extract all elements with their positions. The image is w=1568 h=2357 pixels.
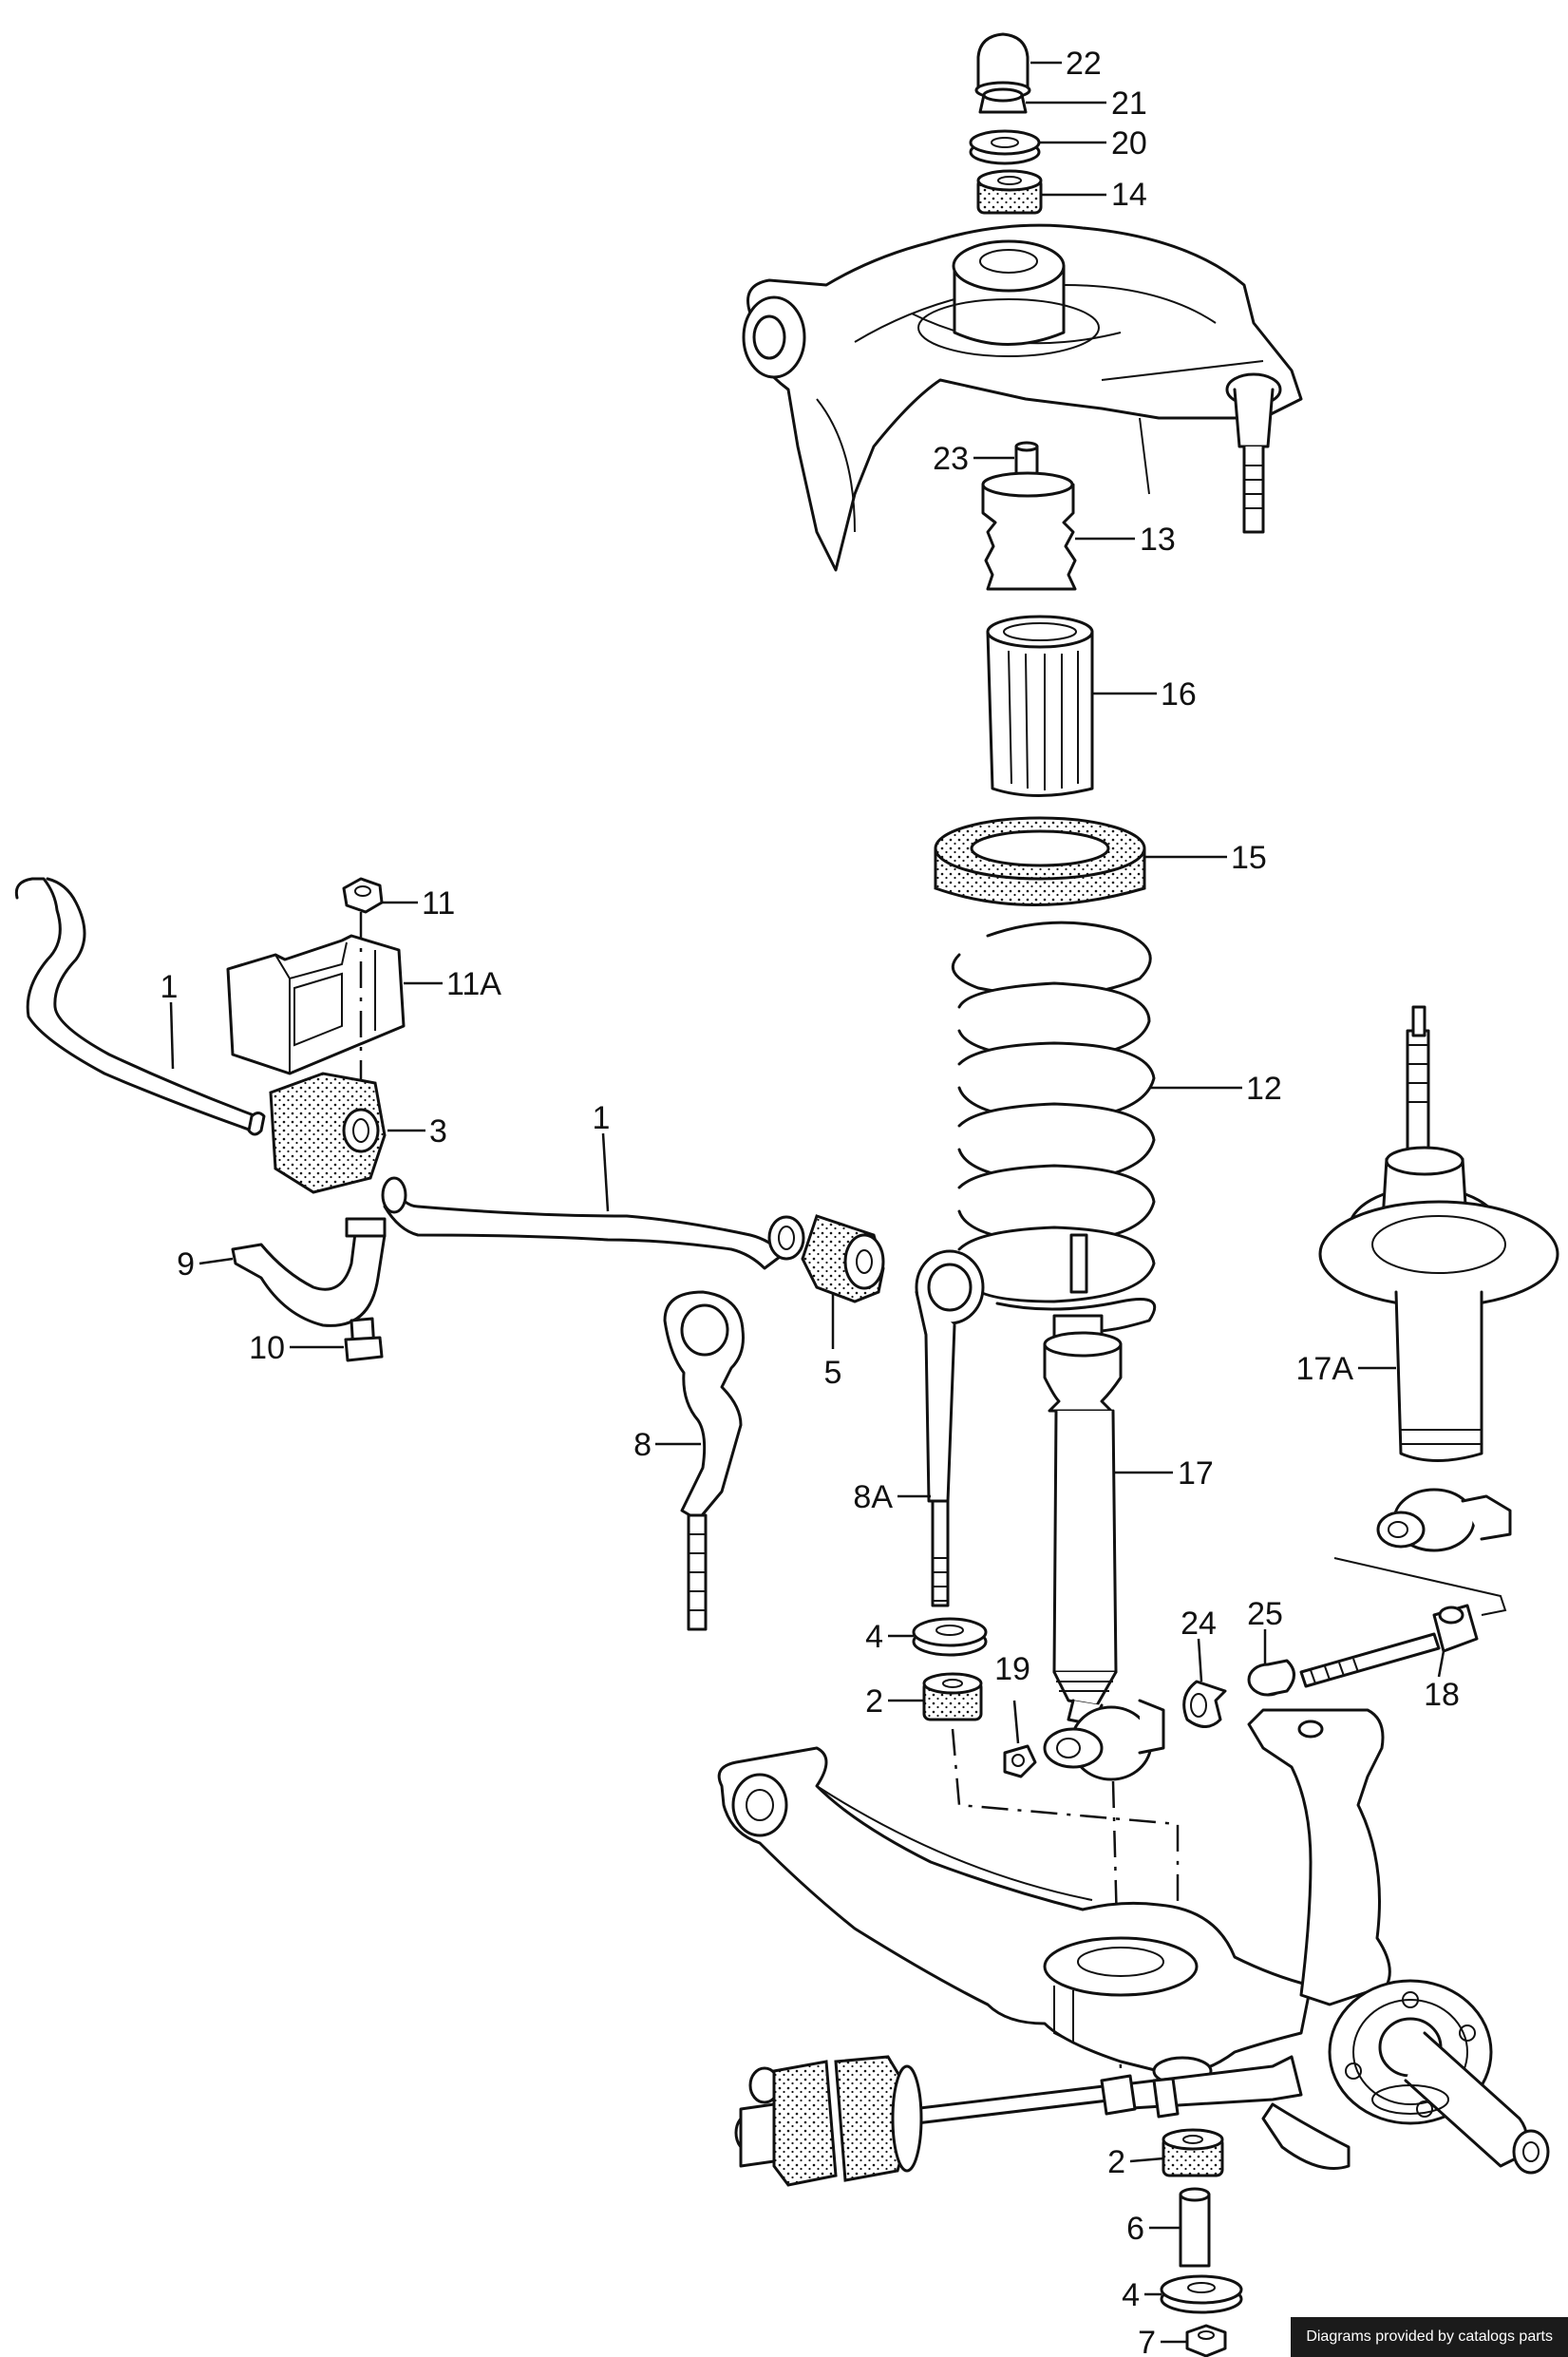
- hex-nut-part: [978, 87, 1028, 114]
- drop-link-part: [663, 1290, 745, 1631]
- callout-label-c12: 12: [1246, 1071, 1282, 1107]
- callout-leaders: [169, 61, 1445, 2344]
- stabilizer-bushing-part: [269, 1072, 387, 1194]
- diagram-credit: Diagrams provided by catalogs parts: [1291, 2317, 1568, 2357]
- shock-absorber-part: [1043, 1233, 1165, 1781]
- lower-cup-washer-part: [1160, 2274, 1243, 2314]
- callout-label-c2b: 2: [1107, 2144, 1125, 2180]
- callout-label-c10: 10: [249, 1330, 285, 1366]
- strut-rod-part: [910, 2055, 1303, 2125]
- callout-label-c25: 25: [1247, 1596, 1283, 1632]
- callout-label-c14: 14: [1111, 177, 1147, 213]
- callout-label-c23: 23: [933, 441, 969, 477]
- coil-spring-part: [951, 921, 1157, 1333]
- spring-seat-part: [934, 816, 1146, 906]
- dust-boot-part: [986, 615, 1094, 797]
- clip-part: [1182, 1680, 1227, 1728]
- rod-end-bushing-part: [734, 2055, 923, 2187]
- callout-label-c18: 18: [1424, 1677, 1460, 1713]
- callout-label-c22: 22: [1066, 46, 1102, 82]
- lower-control-arm-part: [717, 1746, 1313, 2086]
- bracket-bolt-part: [344, 1317, 384, 1362]
- rubber-bushing-top-part: [976, 169, 1043, 215]
- callout-label-c3: 3: [429, 1113, 447, 1150]
- washer-part: [969, 129, 1041, 165]
- bump-stop-part: [981, 471, 1077, 591]
- upper-mount-cup-part: [917, 239, 1100, 357]
- alternative-strut-part: [1318, 1005, 1559, 1616]
- rubber-bushing-part: [922, 1672, 983, 1721]
- link-bushing-part: [801, 1214, 885, 1303]
- callout-label-c17a: 17A: [1296, 1351, 1354, 1387]
- callout-label-c11a: 11A: [446, 966, 501, 1002]
- callout-label-c11: 11: [422, 885, 455, 922]
- drop-link-alt-part: [915, 1249, 985, 1607]
- callout-label-c20: 20: [1111, 125, 1147, 162]
- callout-label-c7: 7: [1138, 2325, 1156, 2357]
- callout-label-c4a: 4: [865, 1619, 883, 1655]
- cup-washer-part: [912, 1617, 988, 1657]
- callout-label-c1b: 1: [593, 1100, 611, 1136]
- clamp-part: [231, 1217, 387, 1327]
- bracket-nut-part: [342, 877, 384, 914]
- spacer-sleeve-part: [1179, 2187, 1211, 2268]
- callout-label-c4b: 4: [1122, 2277, 1140, 2313]
- callout-label-c2a: 2: [865, 1683, 883, 1720]
- long-bolt-part: [1299, 1604, 1479, 1688]
- lower-nut-part: [1185, 2324, 1227, 2357]
- callout-label-c5: 5: [824, 1355, 842, 1391]
- callout-label-c19: 19: [994, 1651, 1030, 1687]
- callout-label-c21: 21: [1111, 86, 1147, 122]
- callout-label-c1a: 1: [161, 969, 179, 1005]
- lower-rubber-bushing-part: [1162, 2128, 1224, 2177]
- small-nut-part: [1003, 1744, 1037, 1778]
- steering-knuckle-part: [1247, 1708, 1550, 2175]
- callout-label-c24: 24: [1181, 1606, 1217, 1642]
- callout-label-c8a: 8A: [853, 1479, 893, 1515]
- callout-label-c6: 6: [1126, 2211, 1144, 2247]
- callout-label-c8: 8: [633, 1427, 652, 1463]
- callout-label-c15: 15: [1231, 840, 1267, 876]
- stabilizer-bar-part: [14, 877, 805, 1270]
- sleeve-bushing-part: [1247, 1659, 1295, 1697]
- callout-label-c9: 9: [177, 1246, 195, 1283]
- mounting-bracket-part: [226, 934, 406, 1075]
- ball-joint-part: [1225, 372, 1282, 534]
- callout-label-c16: 16: [1161, 676, 1197, 713]
- callout-label-c17: 17: [1178, 1455, 1214, 1492]
- callout-label-c13: 13: [1140, 522, 1176, 558]
